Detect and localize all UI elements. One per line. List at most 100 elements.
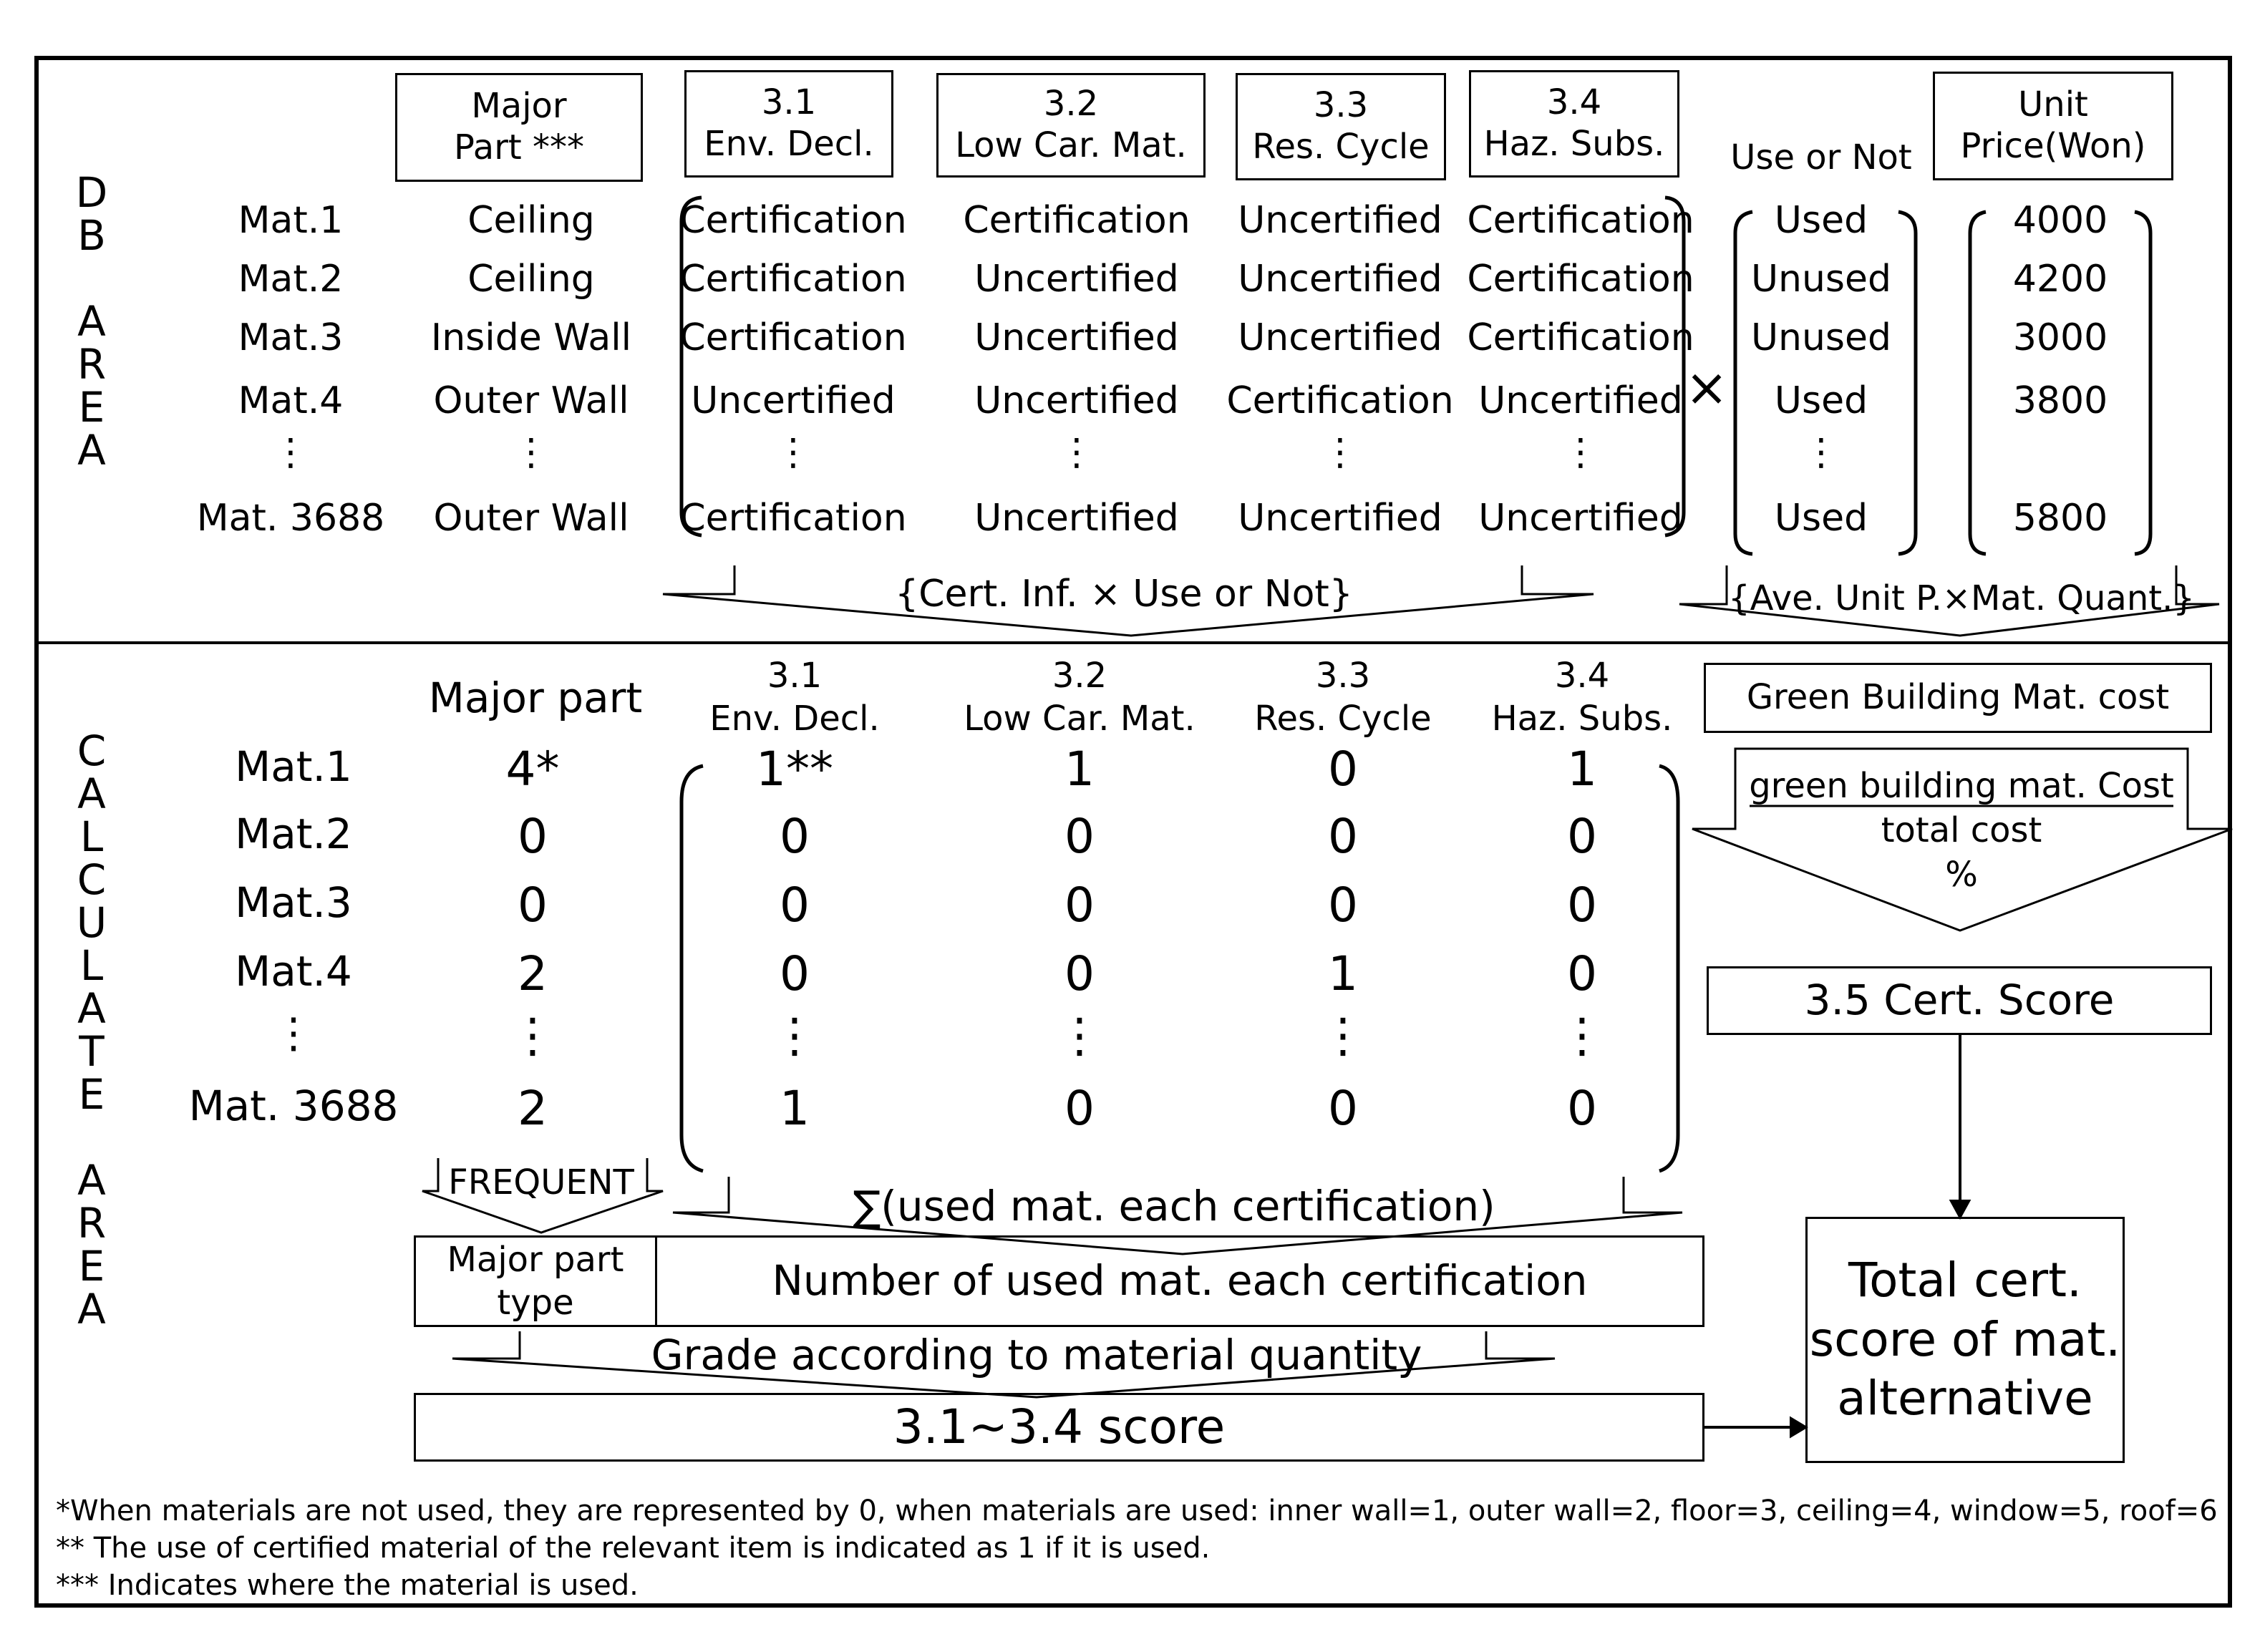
price-left-bracket bbox=[1968, 210, 1987, 556]
calc-header-haz-subs-num: 3.4 bbox=[1554, 656, 1610, 696]
db-cell-use: Unused bbox=[1750, 258, 1892, 301]
db-cell-major: Outer Wall bbox=[433, 497, 629, 540]
calc-cell-mat: ⋮ bbox=[273, 1009, 314, 1057]
db-cell-major: ⋮ bbox=[513, 431, 550, 474]
multiply-sign: × bbox=[1684, 357, 1729, 417]
calc-cell-c32: 1 bbox=[1064, 742, 1095, 797]
calc-cell-mat: Mat. 3688 bbox=[188, 1082, 399, 1130]
db-cell-c33: ⋮ bbox=[1321, 431, 1359, 474]
header-line: 3.2 bbox=[1043, 84, 1099, 125]
calc-cell-c31: ⋮ bbox=[771, 1008, 818, 1063]
side-letter: C bbox=[77, 855, 107, 904]
db-cell-c34: Uncertified bbox=[1478, 497, 1683, 540]
header-line: Low Car. Mat. bbox=[955, 125, 1187, 165]
calc-cell-c31: 0 bbox=[780, 809, 810, 864]
db-cell-c31: Uncertified bbox=[691, 379, 896, 422]
db-cell-c32: Uncertified bbox=[974, 497, 1179, 540]
arrowhead-right bbox=[1790, 1416, 1808, 1439]
db-cell-c34: Certification bbox=[1467, 258, 1694, 301]
calc-cell-c34: 0 bbox=[1567, 809, 1597, 864]
calc-left-bracket bbox=[679, 764, 704, 1173]
db-cell-mat: Mat.3 bbox=[238, 316, 344, 359]
total-cert-score-box: Total cert. score of mat. alternative bbox=[1805, 1217, 2125, 1463]
db-cell-c34: Uncertified bbox=[1478, 379, 1683, 422]
box-line: Total cert. bbox=[1848, 1253, 2082, 1308]
side-letter: E bbox=[78, 383, 105, 432]
db-cell-use: ⋮ bbox=[1803, 431, 1840, 474]
db-cell-c32: Uncertified bbox=[974, 316, 1179, 359]
db-cell-price: 5800 bbox=[2012, 497, 2108, 540]
calc-header-haz-subs: Haz. Subs. bbox=[1491, 699, 1673, 739]
side-letter: L bbox=[79, 941, 104, 990]
frequent-label: FREQUENT bbox=[448, 1162, 634, 1202]
footnote-2: ** The use of certified material of the … bbox=[56, 1532, 1211, 1565]
db-cell-use: Used bbox=[1774, 379, 1868, 422]
frequent-arrow-shape bbox=[422, 1158, 664, 1234]
db-header-unit-price: Unit Price(Won) bbox=[1933, 72, 2173, 180]
calc-header-env-decl-num: 3.1 bbox=[767, 656, 823, 696]
header-line: 3.4 bbox=[1546, 82, 1602, 123]
db-cell-c34: ⋮ bbox=[1562, 431, 1599, 474]
calc-cell-c31: 1** bbox=[756, 742, 833, 797]
side-letter: A bbox=[77, 1285, 106, 1333]
price-right-bracket bbox=[2134, 210, 2153, 556]
calc-cell-c31: 1 bbox=[780, 1081, 810, 1136]
db-cell-c31: Certification bbox=[679, 497, 907, 540]
db-cell-c31: Certification bbox=[679, 199, 907, 242]
db-cell-use: Used bbox=[1774, 497, 1868, 540]
calc-cell-c33: 0 bbox=[1328, 809, 1358, 864]
db-cell-c33: Uncertified bbox=[1238, 258, 1442, 301]
number-used-box: Number of used mat. each certification bbox=[655, 1235, 1704, 1327]
db-cell-major: Ceiling bbox=[467, 199, 595, 242]
calc-cell-major: 0 bbox=[518, 878, 548, 933]
side-letter: E bbox=[78, 1242, 105, 1291]
db-cell-major: Inside Wall bbox=[430, 316, 632, 359]
fraction-percent: % bbox=[1945, 855, 1978, 895]
calc-cell-major: 4* bbox=[505, 742, 560, 797]
calc-cell-c31: 0 bbox=[780, 878, 810, 933]
calc-cell-c33: 0 bbox=[1328, 742, 1358, 797]
db-matrix-left-bracket bbox=[679, 195, 702, 538]
db-cell-c33: Certification bbox=[1226, 379, 1454, 422]
box-line: type bbox=[497, 1283, 574, 1323]
calc-cell-c32: ⋮ bbox=[1056, 1008, 1103, 1063]
db-cell-mat: Mat.4 bbox=[238, 379, 344, 422]
db-cell-c31: Certification bbox=[679, 316, 907, 359]
header-line: Unit bbox=[2018, 84, 2088, 125]
db-cell-c32: ⋮ bbox=[1058, 431, 1095, 474]
db-cell-mat: Mat. 3688 bbox=[196, 497, 385, 540]
header-line: Env. Decl. bbox=[704, 124, 874, 164]
db-cell-c31: ⋮ bbox=[775, 431, 812, 474]
calc-cell-c33: ⋮ bbox=[1319, 1008, 1367, 1063]
side-letter: A bbox=[77, 984, 106, 1033]
calc-cell-c32: 0 bbox=[1064, 946, 1095, 1001]
cert-arrow-shape bbox=[662, 565, 1594, 637]
calc-cell-mat: Mat.3 bbox=[235, 878, 352, 927]
db-cell-use: Used bbox=[1774, 199, 1868, 242]
db-cell-c34: Certification bbox=[1467, 316, 1694, 359]
db-cell-price: 4200 bbox=[2012, 258, 2108, 301]
calc-header-low-car: Low Car. Mat. bbox=[964, 699, 1195, 739]
db-cell-price: 3800 bbox=[2012, 379, 2108, 422]
calc-cell-c32: 0 bbox=[1064, 809, 1095, 864]
calc-cell-c33: 1 bbox=[1328, 946, 1358, 1001]
fraction-denominator: total cost bbox=[1881, 810, 2042, 850]
diagram-frame bbox=[34, 56, 2232, 1608]
db-cell-c32: Uncertified bbox=[974, 379, 1179, 422]
use-right-bracket bbox=[1898, 210, 1918, 556]
header-line: Res. Cycle bbox=[1252, 127, 1430, 167]
db-cell-c31: Certification bbox=[679, 258, 907, 301]
calc-header-low-car-num: 3.2 bbox=[1052, 656, 1107, 696]
db-header-haz-subs: 3.4 Haz. Subs. bbox=[1469, 70, 1679, 178]
calc-cell-major: 2 bbox=[518, 946, 548, 1001]
db-cell-c32: Certification bbox=[963, 199, 1190, 242]
use-left-bracket bbox=[1733, 210, 1753, 556]
side-letter: T bbox=[79, 1027, 105, 1076]
db-cell-major: Ceiling bbox=[467, 258, 595, 301]
header-line: 3.1 bbox=[761, 82, 817, 123]
db-cell-mat: Mat.2 bbox=[238, 258, 344, 301]
price-arrow-shape bbox=[1679, 565, 2220, 637]
fraction-numerator: green building mat. Cost bbox=[1749, 766, 2174, 806]
